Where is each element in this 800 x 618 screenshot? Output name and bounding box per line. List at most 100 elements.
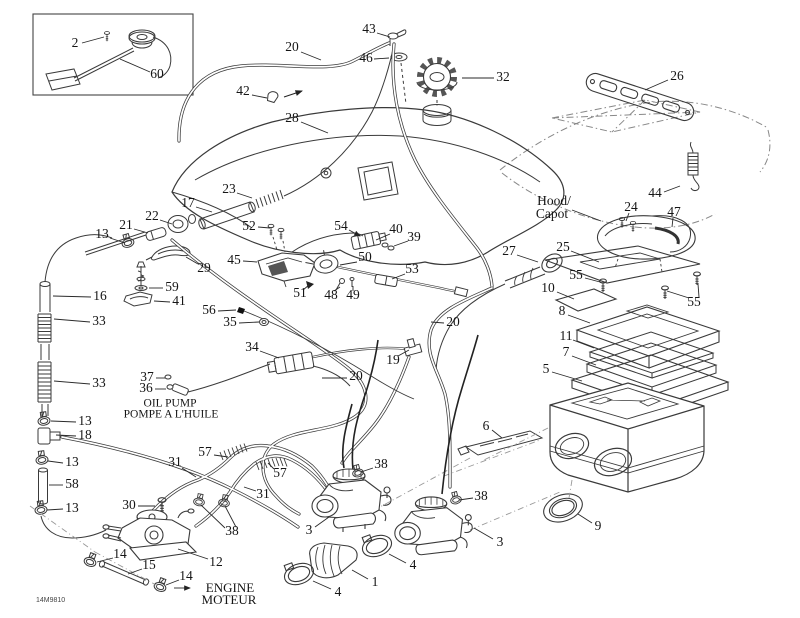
part-label-51: 51 [293, 285, 307, 300]
leader-line [185, 256, 199, 265]
leader-line [376, 32, 391, 38]
part-label-23: 23 [222, 181, 236, 196]
leader-line [373, 57, 390, 60]
part-label-46: 46 [359, 50, 373, 65]
leader-line [165, 579, 180, 586]
leader-line [53, 380, 91, 385]
leader-line [243, 486, 257, 492]
part-label-9: 9 [595, 518, 602, 533]
leader-line [55, 434, 77, 437]
part-label-31: 31 [256, 486, 270, 501]
annotation-engine: ENGINE [206, 580, 254, 595]
part-label-37: 37 [140, 369, 154, 384]
leader-line [47, 460, 64, 464]
part-label-39: 39 [407, 229, 421, 244]
part-label-44: 44 [648, 185, 662, 200]
choke-cable-parts [237, 250, 469, 400]
leader-line [551, 371, 583, 382]
part-label-38: 38 [225, 523, 239, 538]
leader-line [491, 429, 503, 439]
leader-line [127, 568, 143, 575]
leader-line [430, 321, 445, 324]
part-label-25: 25 [556, 239, 570, 254]
part-label-26: 26 [670, 68, 684, 83]
leader-line [375, 233, 391, 241]
part-label-24: 24 [624, 199, 638, 214]
leader-line [393, 240, 409, 247]
leader-line [391, 273, 406, 280]
part-label-47: 47 [667, 204, 681, 219]
spring-wrap-upper [37, 313, 52, 343]
throttle-lever [145, 245, 191, 261]
leader-line [257, 226, 271, 229]
part-label-4: 4 [410, 557, 417, 572]
part-label-10: 10 [541, 280, 555, 295]
leader-line [109, 237, 126, 244]
part-label-19: 19 [386, 352, 400, 367]
annotation-oil-pump: OIL PUMP [144, 398, 197, 410]
part-label-15: 15 [142, 557, 156, 572]
clip [387, 245, 395, 251]
leader-line [697, 283, 700, 298]
part-label-11: 11 [560, 328, 573, 343]
part-label-17: 17 [181, 195, 195, 210]
leader-line [217, 309, 237, 312]
leader-line [314, 516, 330, 528]
leader-line [300, 121, 329, 134]
part-label-20: 20 [285, 39, 299, 54]
leader-line [300, 51, 322, 61]
part-label-60: 60 [150, 66, 164, 81]
part-label-4: 4 [335, 584, 342, 599]
part-label-3: 3 [306, 522, 313, 537]
intake-boot [309, 542, 358, 579]
leader-line [200, 504, 226, 529]
fuel-tank [171, 107, 565, 266]
annotation-pompe-a-l-huile: POMPE A L'HUILE [124, 409, 219, 421]
leader-line [236, 192, 253, 199]
leader-line [516, 254, 539, 263]
primer-pump [435, 253, 563, 371]
part-label-13: 13 [78, 413, 92, 428]
part-label-29: 29 [197, 260, 211, 275]
leader-line [133, 228, 149, 234]
leader-line [388, 553, 407, 564]
leader-line [267, 462, 275, 470]
part-label-59: 59 [165, 279, 179, 294]
part-label-18: 18 [78, 427, 92, 442]
leader-line [671, 217, 674, 228]
leader-line [238, 321, 260, 324]
part-label-30: 30 [122, 497, 136, 512]
mount-bracket [123, 291, 153, 307]
leader-line [567, 314, 591, 324]
leader-line [360, 467, 374, 473]
leader-line [572, 339, 595, 349]
part-label-43: 43 [362, 21, 376, 36]
tee-fitting [37, 427, 61, 445]
foam-pad [554, 288, 618, 312]
part-label-57: 57 [273, 465, 287, 480]
part-label-55: 55 [569, 267, 583, 282]
leader-line [333, 286, 341, 292]
leader-line [339, 261, 358, 266]
leader-line [251, 94, 268, 99]
throttle-cable-assembly [84, 43, 395, 256]
inset-box [32, 13, 194, 96]
leader-line [96, 557, 114, 563]
pin [306, 281, 314, 289]
leader-line [312, 580, 332, 590]
leader-line [663, 185, 681, 193]
leader-line [625, 212, 630, 222]
leader-line [351, 569, 369, 580]
part-label-7: 7 [563, 344, 570, 359]
part-label-50: 50 [358, 249, 372, 264]
part-label-6: 6 [483, 418, 490, 433]
leader-line [302, 284, 310, 291]
part-label-32: 32 [496, 69, 510, 84]
part-label-22: 22 [145, 208, 159, 223]
intake-adapter-ring [543, 493, 583, 523]
oil-pump-cable [164, 351, 351, 396]
leader-line [119, 58, 151, 73]
part-label-3: 3 [497, 534, 504, 549]
leader-line [81, 36, 105, 44]
hose-clip [266, 90, 303, 104]
